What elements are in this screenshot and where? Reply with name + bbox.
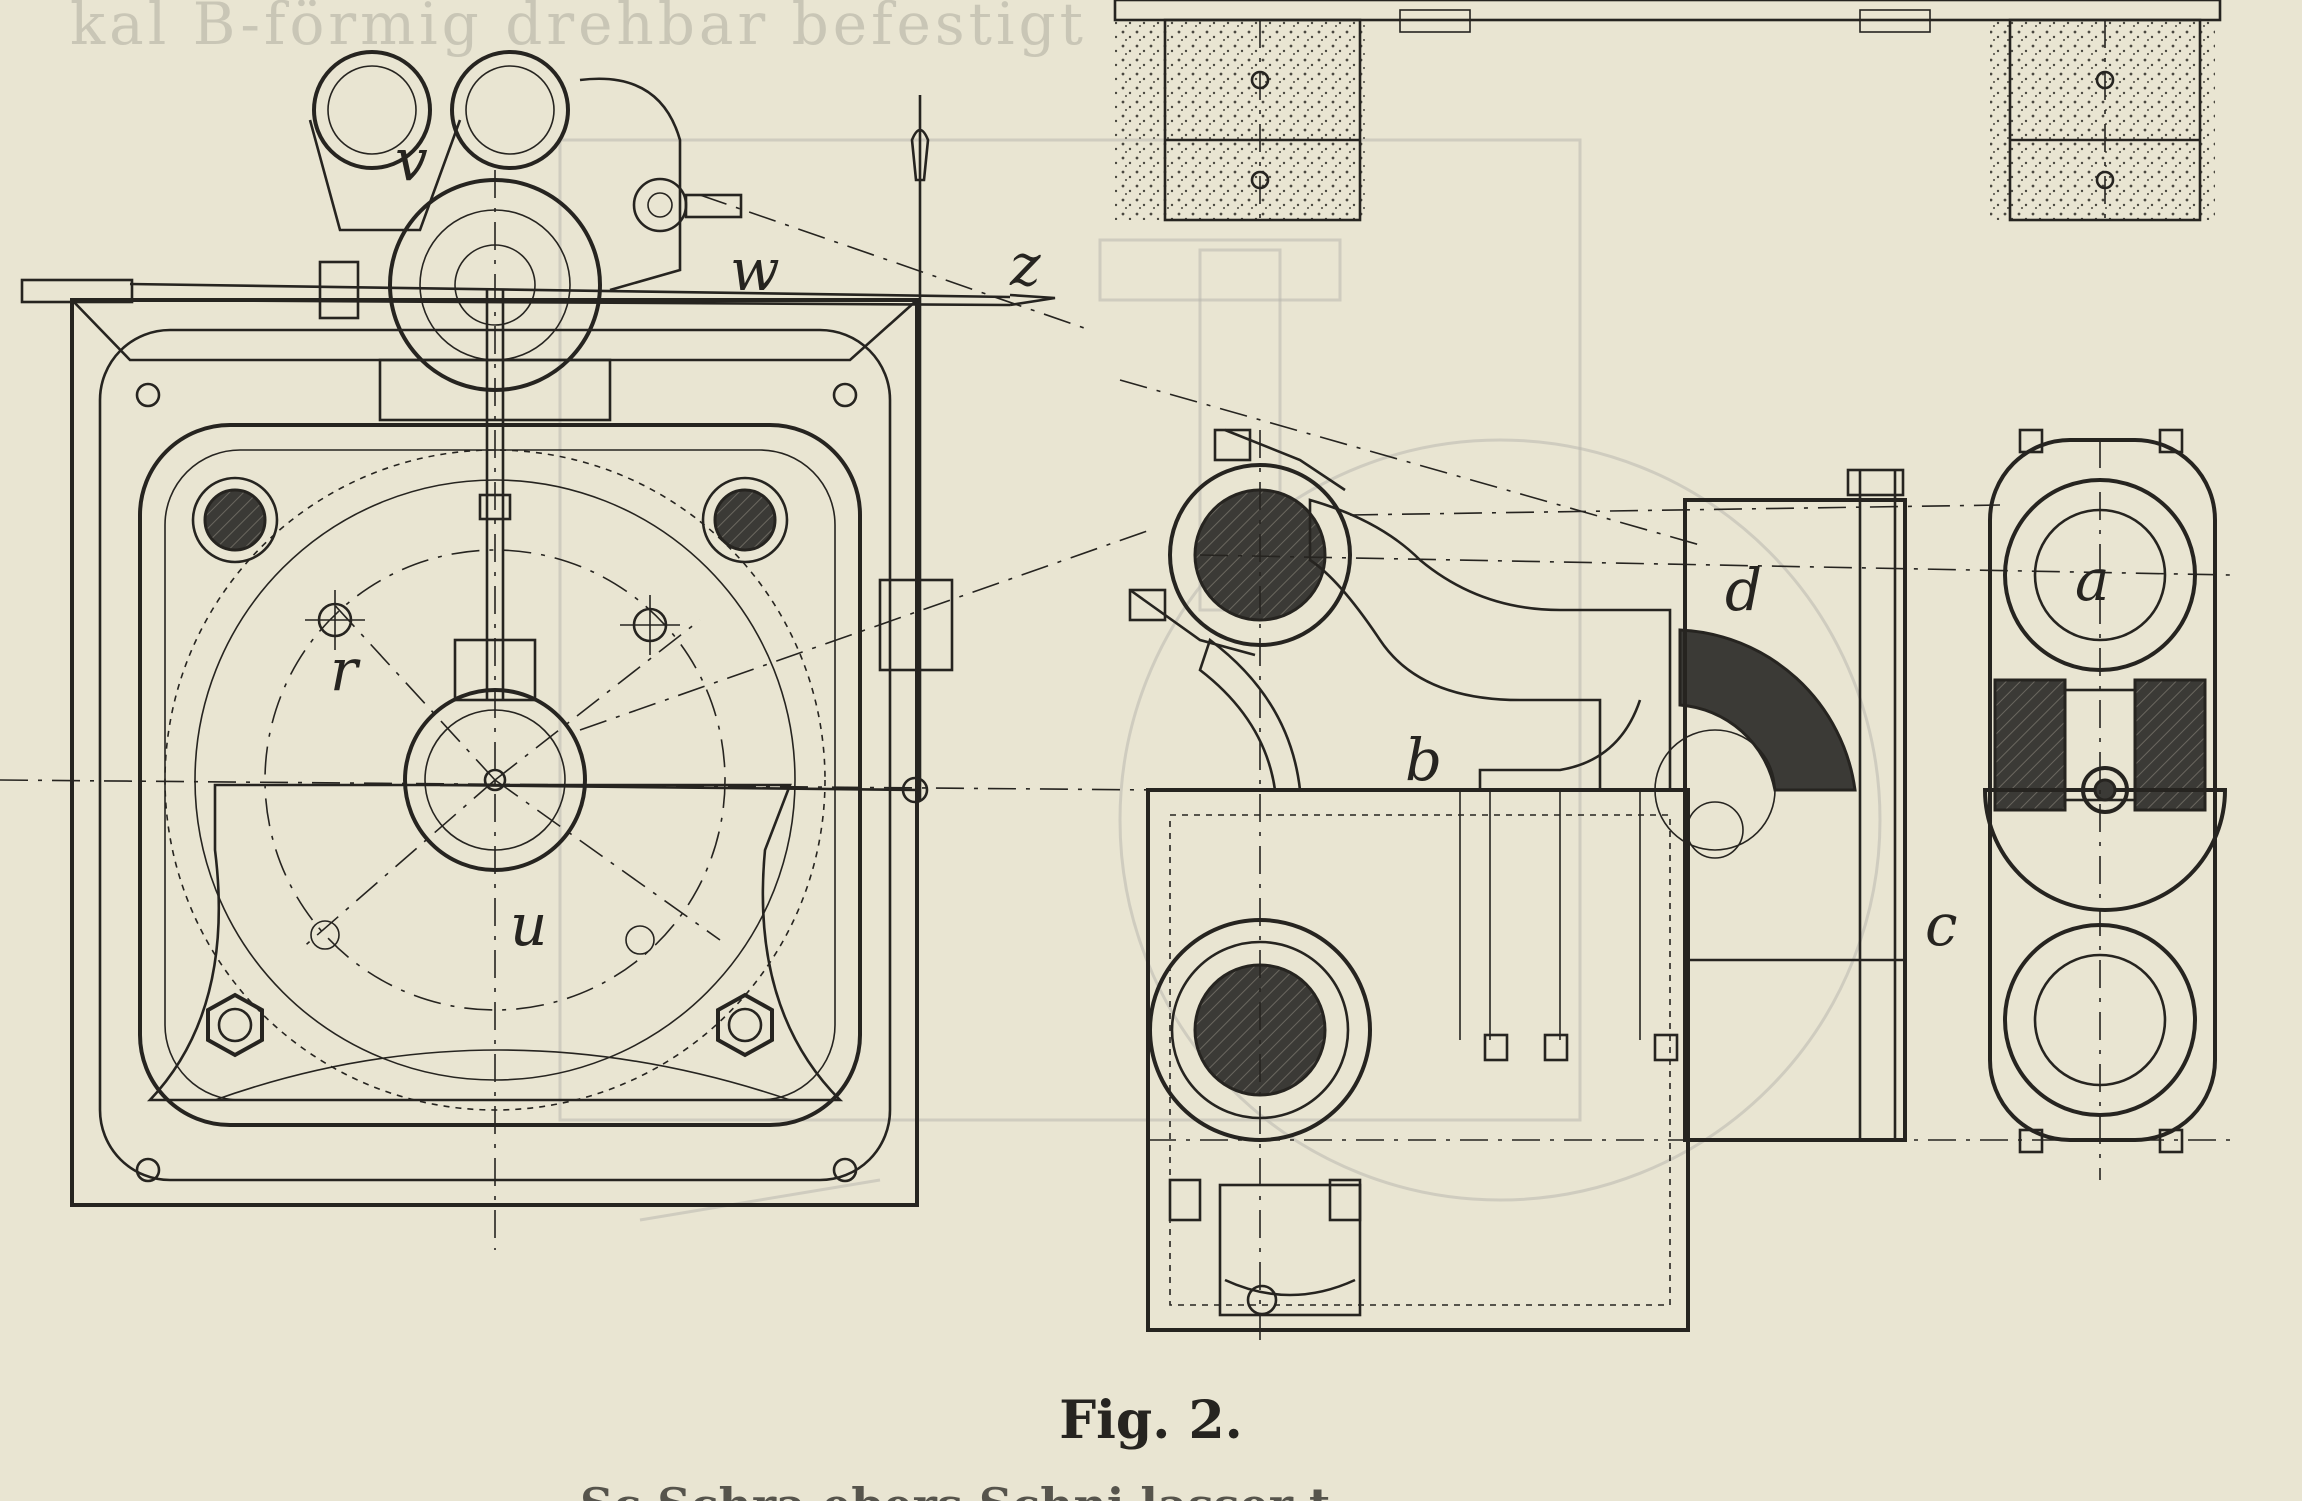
part-labels: v w z r u a b c d [330, 126, 2110, 959]
figure-caption: Fig. 2. [1059, 1390, 1243, 1451]
cropped-caption-line: Sc Schra ebers Schni lasser t [580, 1478, 1330, 1501]
left-elevation-view [0, 50, 1701, 1250]
background-ghost [558, 138, 1882, 1222]
label-d: d [1725, 556, 1762, 624]
label-r: r [330, 636, 361, 704]
right-section-view [1128, 428, 2231, 1340]
label-w-top: w [730, 236, 780, 304]
label-c: c [1925, 891, 1957, 959]
label-u: u [510, 891, 547, 959]
label-b: b [1405, 726, 1442, 794]
label-a: a [2075, 546, 2110, 614]
faded-header-text: kal B-förmig drehbar befestigt [70, 0, 1087, 58]
label-z: z [1009, 231, 1041, 299]
label-v: v [395, 126, 428, 194]
top-foundation-blocks [1113, 0, 2222, 222]
